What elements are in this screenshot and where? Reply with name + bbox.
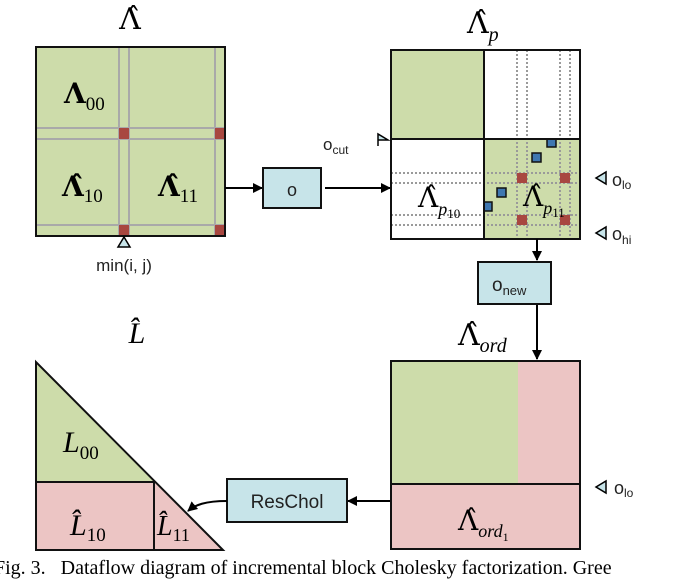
- ord-green-region: [391, 361, 518, 484]
- op-reschol-box: ResChol: [226, 478, 348, 523]
- quad-00: [391, 50, 484, 139]
- block-lambda-11: Λ̂11: [157, 170, 198, 207]
- matrix-lambda-ord: Λ̂ord Λ̂ord1 olo: [390, 318, 634, 550]
- factor-L: L̂ L00 L̂10 L̂11: [35, 317, 226, 551]
- op-o-label: o: [287, 180, 297, 200]
- o-cut-marker-icon: [377, 132, 391, 146]
- red-entry: [119, 128, 129, 139]
- o-hi-label: ohi: [612, 224, 631, 247]
- min-ij-label: min(i, j): [96, 256, 152, 275]
- quad-01: [484, 50, 580, 139]
- red-entry: [215, 128, 225, 139]
- ord-o-lo-label: olo: [614, 478, 634, 500]
- factor-L-title: L̂: [128, 317, 146, 350]
- ord-o-lo-marker-icon: [594, 479, 607, 495]
- matrix-lambda-title: Λ̂: [118, 2, 141, 37]
- block-L00: L00: [62, 426, 99, 464]
- op-onew-box: onew: [477, 261, 552, 305]
- op-o-box: o: [262, 167, 322, 209]
- matrix-lambda-updated-entries: [119, 128, 225, 236]
- matrix-lambda-p: Λ̂p: [323, 6, 632, 247]
- o-lo-marker-icon: [594, 170, 607, 186]
- block-lambda-00: Λ00: [63, 77, 105, 115]
- op-reschol-label: ResChol: [251, 492, 324, 513]
- o-hi-marker-icon: [594, 225, 607, 241]
- block-L11: L̂11: [156, 511, 190, 545]
- matrix-lambda-grid: [36, 47, 225, 236]
- ord-pink-region: [518, 361, 580, 484]
- quad-10: [391, 139, 484, 239]
- matrix-lambda-body: [36, 47, 225, 236]
- red-entry: [215, 225, 225, 236]
- block-lambda-p11: Λ̂p11: [522, 180, 565, 220]
- lambda-p-updated-entries: [517, 173, 570, 225]
- o-cut-label: ocut: [323, 135, 349, 157]
- matrix-lambda: Λ̂ Λ00 Λ̂10 Λ̂11 min(i, j): [35, 2, 226, 275]
- block-lambda-ord1: Λ̂ord1: [457, 504, 509, 544]
- o-lo-label: olo: [612, 170, 632, 192]
- op-onew-label: onew: [492, 275, 527, 298]
- arrow-reschol-to-l11: [187, 500, 228, 512]
- figure-caption: Fig. 3. Dataflow diagram of incremental …: [0, 557, 612, 579]
- min-ij-marker-icon: [116, 235, 132, 248]
- block-lambda-p10: Λ̂p10: [417, 181, 460, 221]
- block-L10: L̂10: [69, 509, 106, 546]
- dotted-guides: [391, 50, 580, 239]
- red-entry: [119, 225, 129, 236]
- matrix-lambda-ord-title: Λ̂ord: [457, 318, 508, 357]
- L-10-region: [36, 482, 154, 550]
- block-lambda-10: Λ̂10: [61, 170, 103, 207]
- ord-bottom-block: [391, 484, 580, 549]
- matrix-lambda-p-title: Λ̂p: [466, 6, 499, 46]
